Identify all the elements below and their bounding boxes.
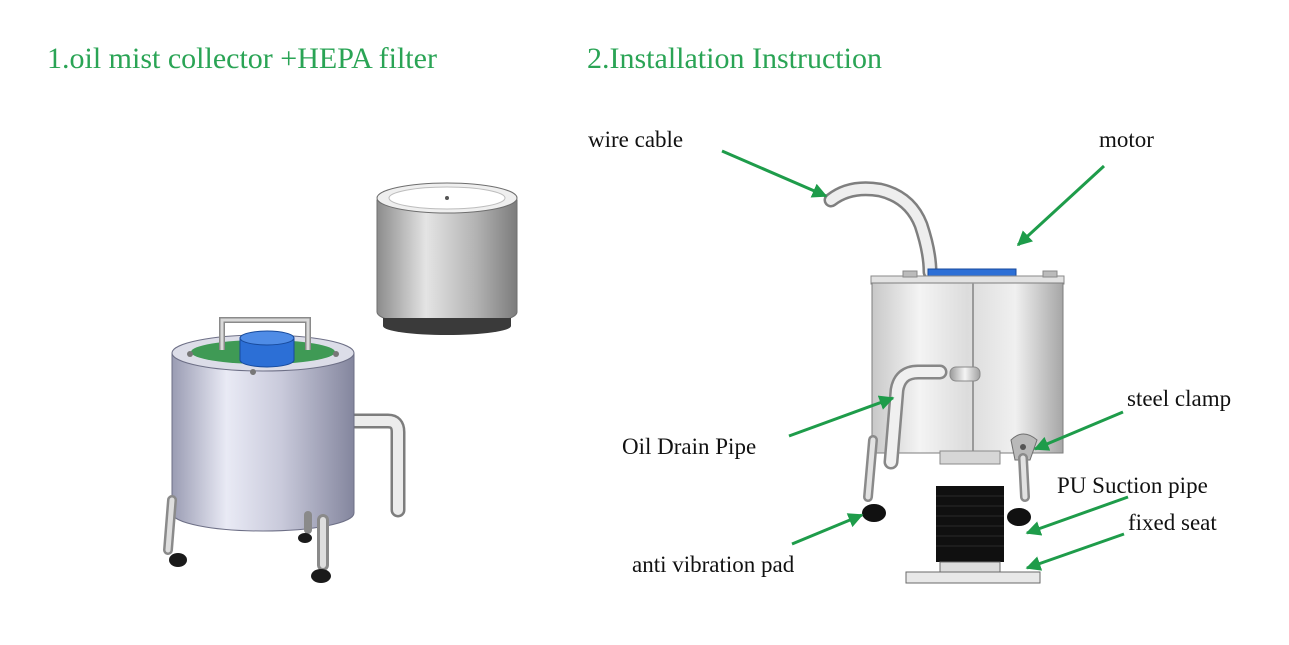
arrow-motor — [1016, 164, 1106, 247]
section-1-heading: 1.oil mist collector +HEPA filter — [47, 42, 437, 75]
label-motor: motor — [1099, 127, 1154, 152]
arrow-steel-clamp — [1033, 410, 1124, 451]
section-2-heading: 2.Installation Instruction — [587, 42, 882, 75]
arrow-oil-drain-pipe — [788, 395, 895, 438]
label-wire-cable: wire cable — [588, 127, 684, 152]
arrow-fixed-seat — [1025, 532, 1125, 571]
label-pu-suction-pipe: PU Suction pipe — [1057, 473, 1208, 498]
arrow-anti-vibration-pad — [791, 513, 864, 546]
label-oil-drain-pipe: Oil Drain Pipe — [622, 434, 757, 459]
callout-arrows — [721, 149, 1129, 571]
hepa-filter — [376, 182, 518, 335]
label-steel-clamp: steel clamp — [1127, 386, 1232, 411]
arrow-pu-suction-pipe — [1025, 495, 1129, 536]
installation-unit — [823, 181, 1065, 584]
label-fixed-seat: fixed seat — [1128, 510, 1217, 535]
label-anti-vibration-pad: anti vibration pad — [632, 552, 795, 577]
arrow-wire-cable — [721, 149, 828, 198]
collector-unit — [163, 317, 406, 583]
